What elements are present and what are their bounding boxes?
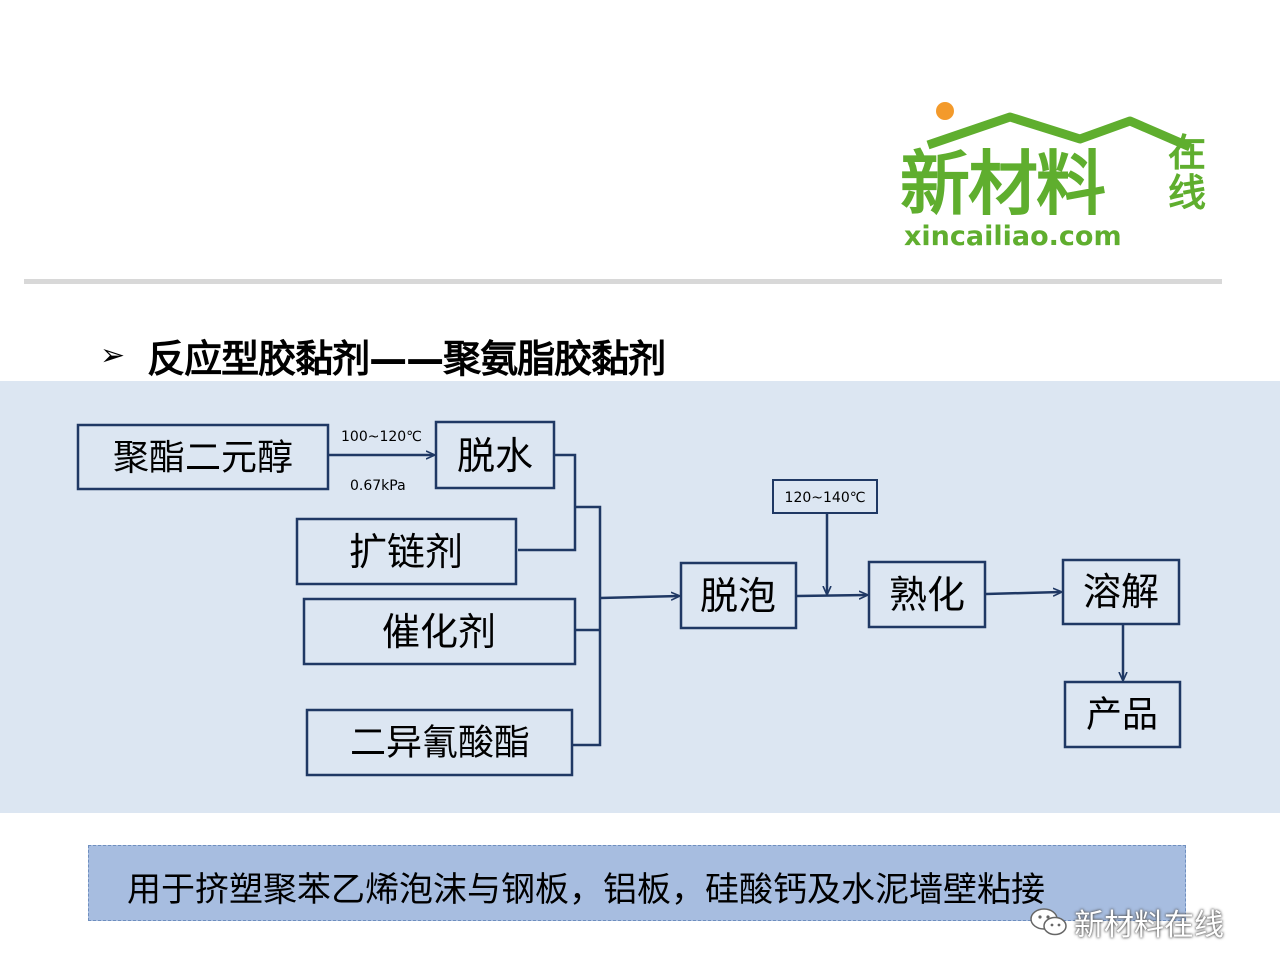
- box-dehydration: [434, 420, 556, 490]
- label-diisocyanate: 二异氰酸酯: [350, 723, 530, 764]
- box-product: [1063, 680, 1182, 749]
- arrow-curing-to-dissolving: [985, 592, 1061, 594]
- label-degassing: 脱泡: [700, 574, 776, 618]
- logo-roof-icon: [926, 102, 1192, 152]
- label-product: 产品: [1086, 695, 1158, 736]
- header-divider: [24, 279, 1222, 284]
- label-chain-extender: 扩链剂: [349, 530, 463, 574]
- logo-side-text: 在线: [1168, 131, 1207, 215]
- box-temp-120-140: [772, 479, 878, 514]
- box-catalyst: [302, 597, 577, 666]
- label-dehydration: 脱水: [457, 434, 533, 478]
- arrow-degassing-to-curing: [796, 595, 867, 596]
- brand-logo: 新材料 在线 xincailiao.com: [890, 95, 1220, 260]
- label-catalyst: 催化剂: [382, 610, 496, 654]
- logo-url: xincailiao.com: [904, 221, 1122, 252]
- box-chain-extender: [295, 517, 518, 586]
- watermark-text: 新材料在线: [1074, 908, 1224, 943]
- box-curing: [867, 560, 987, 629]
- title-text: 反应型胶黏剂——聚氨脂胶黏剂: [147, 336, 666, 381]
- application-note: 用于挤塑聚苯乙烯泡沫与钢板，铝板，硅酸钙及水泥墙壁粘接: [88, 845, 1186, 921]
- condition-temp-120-140: 120~140℃: [785, 490, 866, 506]
- slide-title: ➢ 反应型胶黏剂——聚氨脂胶黏剂: [100, 330, 666, 381]
- logo-name: 新材料: [900, 143, 1106, 225]
- box-polyester-diol: [76, 423, 330, 491]
- condition-pressure: 0.67kPa: [350, 478, 406, 494]
- label-curing: 熟化: [889, 573, 965, 617]
- box-diisocyanate: [305, 708, 574, 777]
- label-dissolving: 溶解: [1083, 570, 1159, 614]
- condition-temp-100-120: 100~120℃: [341, 429, 422, 445]
- wechat-watermark: 新材料在线: [1030, 900, 1224, 944]
- box-degassing: [679, 561, 798, 630]
- bracket-dehydration-extender: [518, 453, 577, 552]
- bracket-main: [573, 505, 602, 747]
- arrow-bullet-icon: ➢: [100, 337, 126, 373]
- label-polyester-diol: 聚酯二元醇: [113, 438, 293, 479]
- arrow-to-degassing: [599, 596, 679, 598]
- application-note-text: 用于挤塑聚苯乙烯泡沫与钢板，铝板，硅酸钙及水泥墙壁粘接: [127, 870, 1045, 910]
- wechat-icon: [1030, 907, 1068, 937]
